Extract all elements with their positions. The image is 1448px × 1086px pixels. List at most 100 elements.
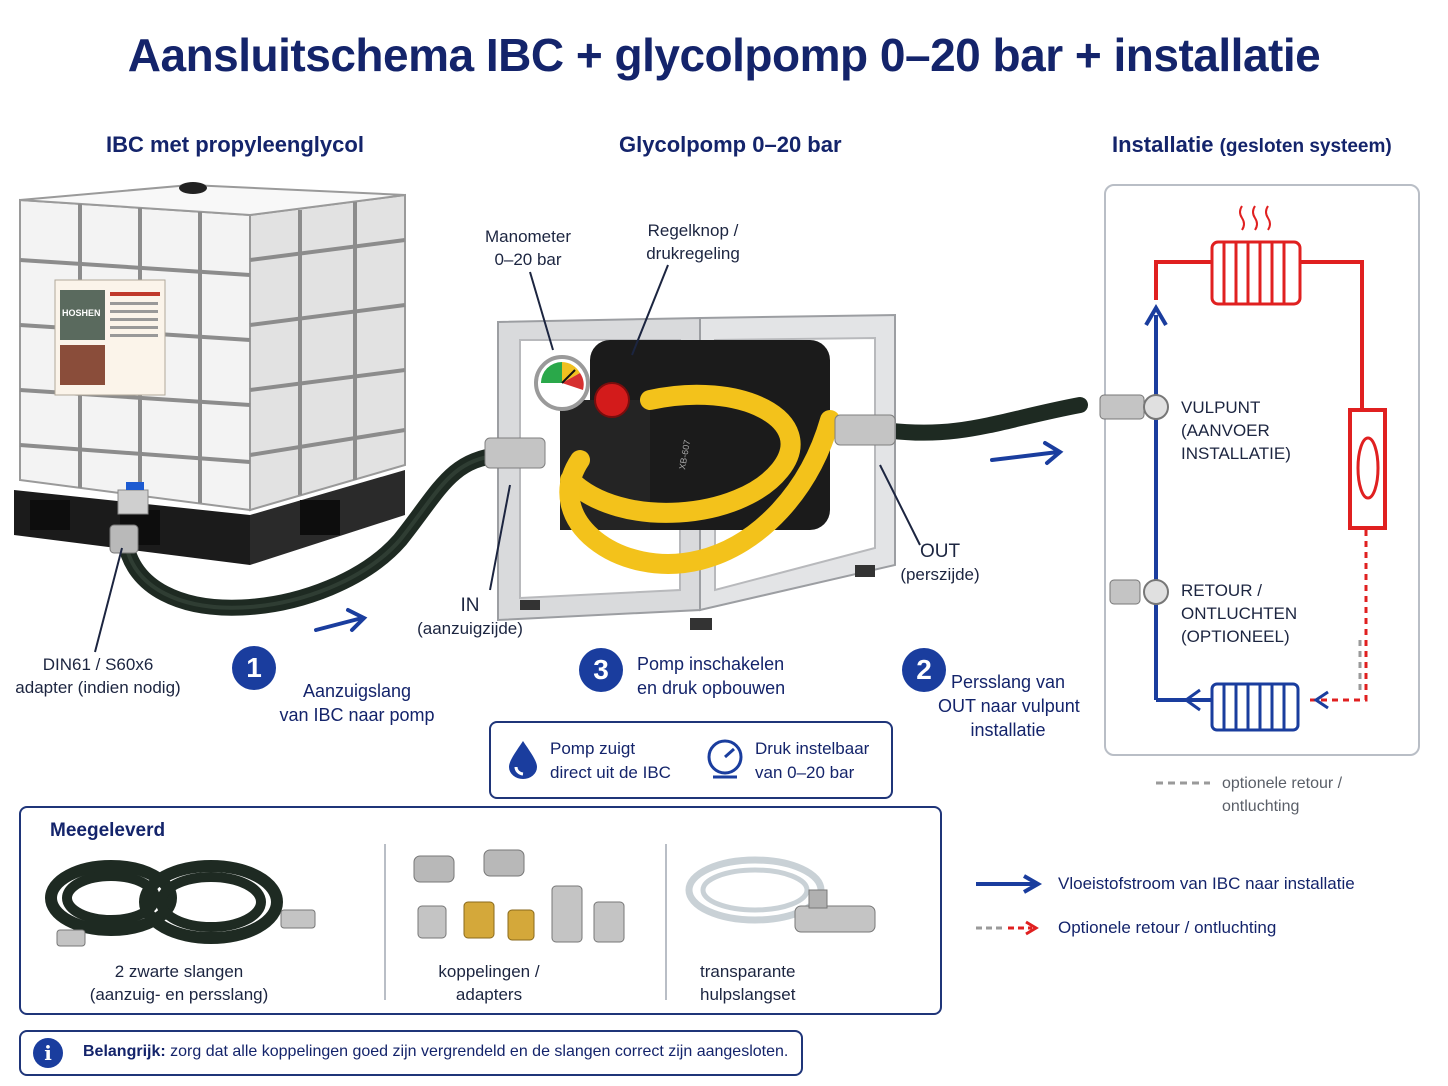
info-item-2-line2: van 0–20 bar: [755, 763, 855, 782]
included-box: Meegeleverd 2 zwarte slangen (aanzuig- e…: [19, 806, 942, 1015]
included-item-2-line1: koppelingen /: [438, 962, 540, 981]
flow-arrow-pressure: [990, 441, 1064, 465]
transparent-hose-image: [685, 856, 876, 933]
included-item-1-line2: (aanzuig- en persslang): [89, 985, 269, 1004]
vulpunt-valve-icon: [1099, 394, 1169, 420]
included-item-2-line2: adapters: [455, 985, 523, 1004]
black-hoses-image: [45, 860, 316, 947]
retour-label: RETOUR / ONTLUCHTEN (OPTIONEEL): [1181, 579, 1297, 648]
regelknop-pointer: [631, 264, 669, 356]
optional-note-line1: optionele retour /: [1222, 775, 1343, 792]
vulpunt-label: VULPUNT (AANVOER INSTALLATIE): [1181, 396, 1291, 465]
pump-section-heading: Glycolpomp 0–20 bar: [619, 132, 842, 157]
step-1-text: Aanzuigslang van IBC naar pomp: [272, 679, 442, 727]
vulpunt-label-line1: VULPUNT: [1181, 398, 1261, 417]
hot-line-left: [1154, 260, 1212, 300]
important-notice: i Belangrijk: zorg dat alle koppelingen …: [19, 1030, 803, 1076]
step-3-badge: 3: [579, 648, 623, 692]
included-item-2-caption: koppelingen / adapters: [411, 960, 567, 1006]
legend-return-text: Optionele retour / ontluchting: [1058, 918, 1277, 937]
info-item-2-line1: Druk instelbaar: [755, 739, 870, 758]
optional-note-dash: [1156, 781, 1210, 785]
in-pointer: [489, 484, 511, 591]
ibc-label-brand: HOSHEN: [62, 308, 101, 318]
regelknop-label-line2: drukregeling: [646, 244, 740, 263]
legend-return-arrow-icon: [976, 920, 1039, 936]
pressure-gauge-icon: [707, 739, 743, 779]
important-text: Belangrijk: zorg dat alle koppelingen go…: [83, 1043, 788, 1061]
optional-note-line2: ontluchting: [1222, 798, 1300, 815]
regelknop-label: Regelknop / drukregeling: [630, 219, 756, 265]
pump-unit: [484, 313, 896, 630]
in-label: IN (aanzuigzijde): [405, 594, 535, 640]
adapter-label-line2: adapter (indien nodig): [15, 678, 181, 697]
radiator-cold: [1210, 682, 1300, 732]
return-line-dashed: [1310, 530, 1368, 702]
regelknop-label-line1: Regelknop /: [647, 221, 739, 240]
included-divider-1: [384, 844, 386, 1000]
included-item-3-caption: transparante hulpslangset: [700, 960, 795, 1006]
out-pointer: [879, 464, 921, 546]
included-item-1-line1: 2 zwarte slangen: [114, 962, 244, 981]
included-item-3-line2: hulpslangset: [700, 985, 796, 1004]
optional-note-text: optionele retour / ontluchting: [1222, 772, 1342, 818]
important-bold: Belangrijk:: [83, 1043, 166, 1060]
pressure-hose: [877, 397, 1088, 441]
info-box: Pomp zuigt direct uit de IBC Druk instel…: [489, 721, 893, 799]
included-item-1-caption: 2 zwarte slangen (aanzuig- en persslang): [79, 960, 279, 1006]
ibc-section-heading: IBC met propyleenglycol: [106, 132, 364, 157]
info-item-1: Pomp zuigt direct uit de IBC: [550, 737, 671, 785]
out-label-line1: OUT: [919, 541, 961, 562]
out-label-line2: (perszijde): [900, 565, 980, 584]
installation-section-heading: Installatie (gesloten systeem): [1112, 132, 1392, 158]
page-title: Aansluitschema IBC + glycolpomp 0–20 bar…: [127, 29, 1321, 81]
step-2-text: Persslang van OUT naar vulpunt installat…: [938, 670, 1080, 742]
step-3-line1: Pomp inschakelen: [637, 654, 785, 674]
important-body: zorg dat alle koppelingen goed zijn verg…: [165, 1043, 789, 1060]
manometer-gauge: [534, 355, 590, 411]
step-1-badge: 1: [232, 646, 276, 690]
step-2-line1: Persslang van: [950, 672, 1066, 692]
manometer-label: Manometer 0–20 bar: [468, 225, 588, 271]
retour-label-line2: ONTLUCHTEN: [1181, 604, 1298, 623]
legend-flow-arrow-icon: [976, 874, 1043, 894]
radiator-hot: [1210, 240, 1302, 306]
step-1-line2: van IBC naar pomp: [279, 705, 435, 725]
installation-heading-sub: (gesloten systeem): [1219, 136, 1392, 157]
ibc-adapter-coupling: [109, 524, 139, 554]
adapter-label-line1: DIN61 / S60x6: [42, 655, 154, 674]
info-item-1-line2: direct uit de IBC: [550, 763, 671, 782]
retour-valve-icon: [1109, 579, 1169, 605]
step-3-line2: en druk opbouwen: [637, 678, 786, 698]
info-icon: i: [33, 1038, 63, 1068]
installation-heading-main: Installatie: [1112, 132, 1214, 157]
step-1-line1: Aanzuigslang: [302, 681, 412, 701]
heat-waves-icon: [1239, 205, 1271, 231]
step-2-line2: OUT naar vulpunt: [938, 696, 1080, 716]
couplings-image: [413, 849, 625, 943]
included-item-3-line1: transparante: [700, 962, 796, 981]
manometer-label-line1: Manometer: [485, 227, 571, 246]
manometer-label-line2: 0–20 bar: [494, 250, 562, 269]
included-divider-2: [665, 844, 667, 1000]
info-item-1-line1: Pomp zuigt: [550, 739, 636, 758]
in-label-line2: (aanzuigzijde): [417, 619, 523, 638]
ibc-container: [19, 182, 406, 515]
included-heading: Meegeleverd: [50, 820, 166, 841]
step-2-badge: 2: [902, 648, 946, 692]
info-item-2: Druk instelbaar van 0–20 bar: [755, 737, 869, 785]
retour-label-line3: (OPTIONEEL): [1181, 627, 1290, 646]
adapter-label: DIN61 / S60x6 adapter (indien nodig): [8, 653, 188, 699]
flow-arrow-suction: [314, 608, 368, 632]
out-label: OUT (perszijde): [885, 540, 995, 586]
retour-label-line1: RETOUR /: [1181, 581, 1262, 600]
step-3-text: Pomp inschakelen en druk opbouwen: [637, 652, 785, 700]
step-2-line3: installatie: [970, 720, 1046, 740]
adapter-pointer: [94, 547, 123, 653]
vulpunt-label-line2: (AANVOER: [1181, 421, 1270, 440]
manometer-pointer: [529, 271, 554, 351]
water-drop-icon: [509, 741, 537, 779]
vulpunt-label-line3: INSTALLATIE): [1181, 444, 1291, 463]
